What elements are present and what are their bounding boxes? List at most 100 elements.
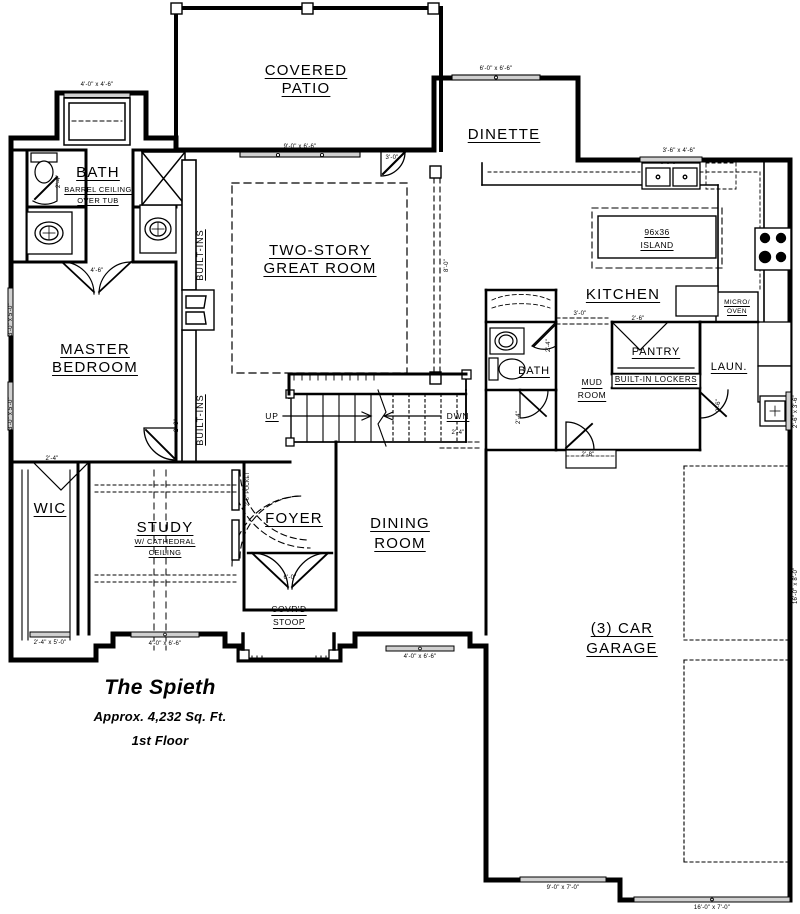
title-block: The Spieth Approx. 4,232 Sq. Ft. 1st Flo… (0, 676, 320, 748)
room-label-covd-stoop: COVR'D (271, 604, 307, 614)
fireplace-icon (181, 289, 215, 331)
mud-bench (565, 449, 617, 469)
interior-walls-main (174, 440, 488, 636)
note-cathedral-1: W/ CATHEDRAL (134, 537, 196, 546)
room-label-dinette: DINETTE (467, 126, 541, 143)
study-pocket-door (231, 469, 240, 561)
patio-slider-window (239, 151, 361, 158)
dim-garage-door-16: 16'-0" x 7'-0" (693, 905, 731, 911)
dim-garage-window: 16'-0" x 8'-0" (793, 567, 799, 604)
dim-tub-window: 4'-0" x 4'-6" (80, 82, 114, 88)
room-label-dining-room: DINING (370, 515, 430, 532)
dim-master-window-upper: 3'-0" x 5'-0" (8, 303, 14, 336)
stoop-edge-dotted (241, 632, 336, 654)
stoop-step-hatch (251, 655, 327, 662)
mud-bath-door (518, 389, 549, 419)
room-label-wic: WIC (33, 500, 67, 517)
plan-area: Approx. 4,232 Sq. Ft. (93, 709, 227, 724)
room-label-master-bedroom-2: BEDROOM (52, 359, 138, 376)
dim-entry-door: 6'-0" (283, 575, 297, 581)
dim-wic-door: 2'-4" (45, 456, 59, 462)
pantry-door-swing (611, 321, 669, 351)
island-clearance (591, 207, 723, 269)
dim-wic-window: 2'-4" x 5'-0" (33, 640, 67, 646)
mud-garage-door (698, 389, 729, 419)
label-built-ins-lower: BUILT-INS (195, 394, 205, 446)
stair-break-line (377, 389, 387, 447)
study-walls (76, 460, 91, 636)
kitchen-sink-icon (641, 159, 701, 190)
toilet-icon (30, 152, 58, 184)
stair-treads-down (392, 393, 458, 443)
micro-oven-cabinet (715, 291, 759, 323)
garage-door-opening-16 (633, 896, 791, 903)
room-label-covered-patio: COVERED (264, 62, 348, 79)
wic-door-swing (32, 461, 90, 491)
dim-dining-window: 4'-0" x 6'-6" (403, 654, 437, 660)
room-label-great-room: TWO-STORY (269, 242, 371, 259)
dim-foyer-pocket: 2'-6" POCKET (245, 471, 251, 506)
patio-post (170, 2, 440, 15)
entry-double-door (246, 551, 334, 590)
garage-car-stall-right (683, 659, 791, 863)
room-label-kitchen: KITCHEN (585, 286, 661, 303)
great-room-post (429, 165, 442, 385)
dishwasher (705, 162, 737, 190)
tub-window (63, 92, 131, 98)
stair-up-arrow (282, 411, 373, 421)
wic-shelves (21, 469, 71, 641)
room-label-garage: (3) CAR (590, 620, 654, 637)
stair-down-label: DWN (446, 411, 470, 421)
room-label-bath-master: BATH (76, 164, 120, 181)
dim-master-bath-swing-door: 2'-4" (56, 175, 62, 188)
plan-floor: 1st Floor (131, 733, 189, 748)
kitchen-island (597, 215, 717, 259)
stair-hatch-marks (293, 373, 375, 381)
room-label-master-bedroom: MASTER (60, 341, 130, 358)
plan-title: The Spieth (104, 676, 216, 699)
great-room-lower-wall (287, 372, 468, 396)
room-label-garage-2: GARAGE (586, 640, 658, 657)
dim-study-window: 4'-0" x 6'-6" (148, 641, 182, 647)
dim-dwn-door: 2'-4" (451, 430, 465, 436)
room-label-bath-powder: BATH (518, 365, 550, 377)
dim-dinette-window: 6'-0" x 6'-6" (479, 66, 513, 72)
vanity-right (139, 204, 177, 254)
shower-icon (140, 150, 187, 207)
room-label-pantry: PANTRY (631, 346, 681, 358)
study-ridge-lines (153, 469, 167, 651)
coat-closet-rod (491, 293, 551, 309)
dim-master-bath-door: 4'-6" (90, 268, 104, 274)
laundry-sink-icon (759, 395, 791, 427)
great-room-right-opening (433, 177, 441, 373)
built-in-lockers-box (611, 373, 701, 389)
note-island-label: ISLAND (640, 240, 674, 250)
room-label-dining-room-2: ROOM (374, 535, 426, 552)
kitchen-mud-opening (555, 317, 609, 325)
note-barrel-ceiling: BARREL CEILING (64, 185, 132, 194)
laundry-window (785, 391, 792, 431)
room-label-covered-patio-2: PATIO (281, 80, 331, 97)
note-micro-oven-2: OVEN (726, 308, 748, 315)
dinette-window-detail (451, 74, 541, 81)
bathtub-icon (63, 97, 131, 146)
stair-up-label: UP (265, 411, 279, 421)
powder-sink-icon (489, 327, 525, 355)
dim-garage-door-9: 9'-0" x 7'-0" (546, 885, 580, 891)
cooktop-icon (754, 227, 792, 271)
label-built-ins-upper: BUILT-INS (195, 229, 205, 281)
dim-kitchen-mud-opening: 3'-0" (573, 311, 587, 317)
master-bath-door-swing (32, 175, 59, 205)
kitchen-sink-window (639, 156, 703, 163)
dim-master-bedroom-door: 2'-8" (174, 419, 180, 432)
staircase-icon (289, 392, 468, 443)
powder-toilet-icon (488, 357, 526, 381)
dim-pantry-door: 2'-6" (631, 316, 645, 322)
patio-swing-door (380, 150, 407, 177)
dim-mud-exterior-door: 2'-8" (581, 452, 595, 458)
room-label-great-room-2: GREAT ROOM (263, 260, 377, 277)
built-ins-wall (181, 159, 197, 463)
garage-door-opening-9 (519, 876, 607, 883)
dim-laundry-window: 2'-6" x 3'-6" (793, 395, 799, 428)
